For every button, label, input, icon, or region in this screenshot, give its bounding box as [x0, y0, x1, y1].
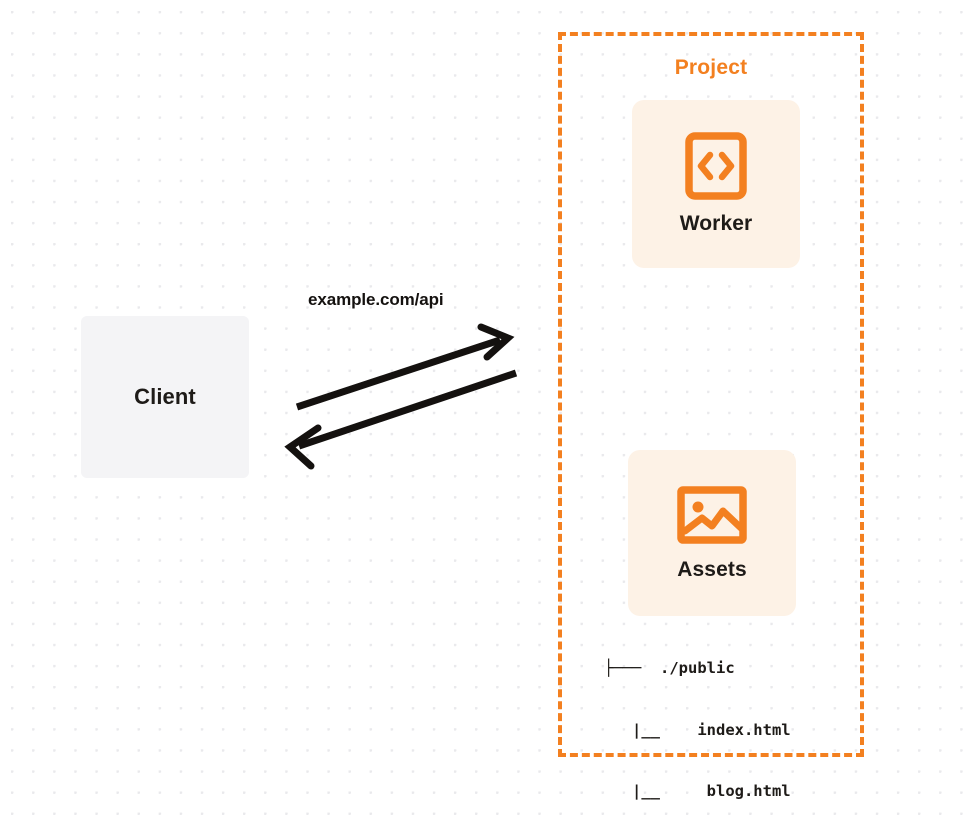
- response-arrow-icon: [284, 369, 518, 470]
- assets-file-tree: ├─── ./public |__ index.html |__ blog.ht…: [604, 617, 791, 818]
- assets-card-label: Assets: [677, 558, 747, 581]
- worker-card-label: Worker: [679, 212, 753, 235]
- image-icon: [677, 486, 747, 544]
- file-tree-line: |__ index.html: [604, 720, 791, 739]
- file-tree-line: |__ blog.html: [604, 782, 791, 800]
- client-node[interactable]: Client: [81, 316, 249, 478]
- file-tree-line: ├─── ./public: [604, 659, 735, 677]
- request-arrow-icon: [295, 323, 515, 411]
- project-container: Project: [558, 32, 864, 757]
- connection-label: example.com/api: [308, 290, 444, 309]
- code-brackets-icon: [685, 132, 747, 200]
- client-label: Client: [134, 384, 196, 409]
- worker-card[interactable]: Worker: [632, 100, 800, 268]
- project-title: Project: [668, 56, 754, 80]
- assets-card[interactable]: Assets: [628, 450, 796, 616]
